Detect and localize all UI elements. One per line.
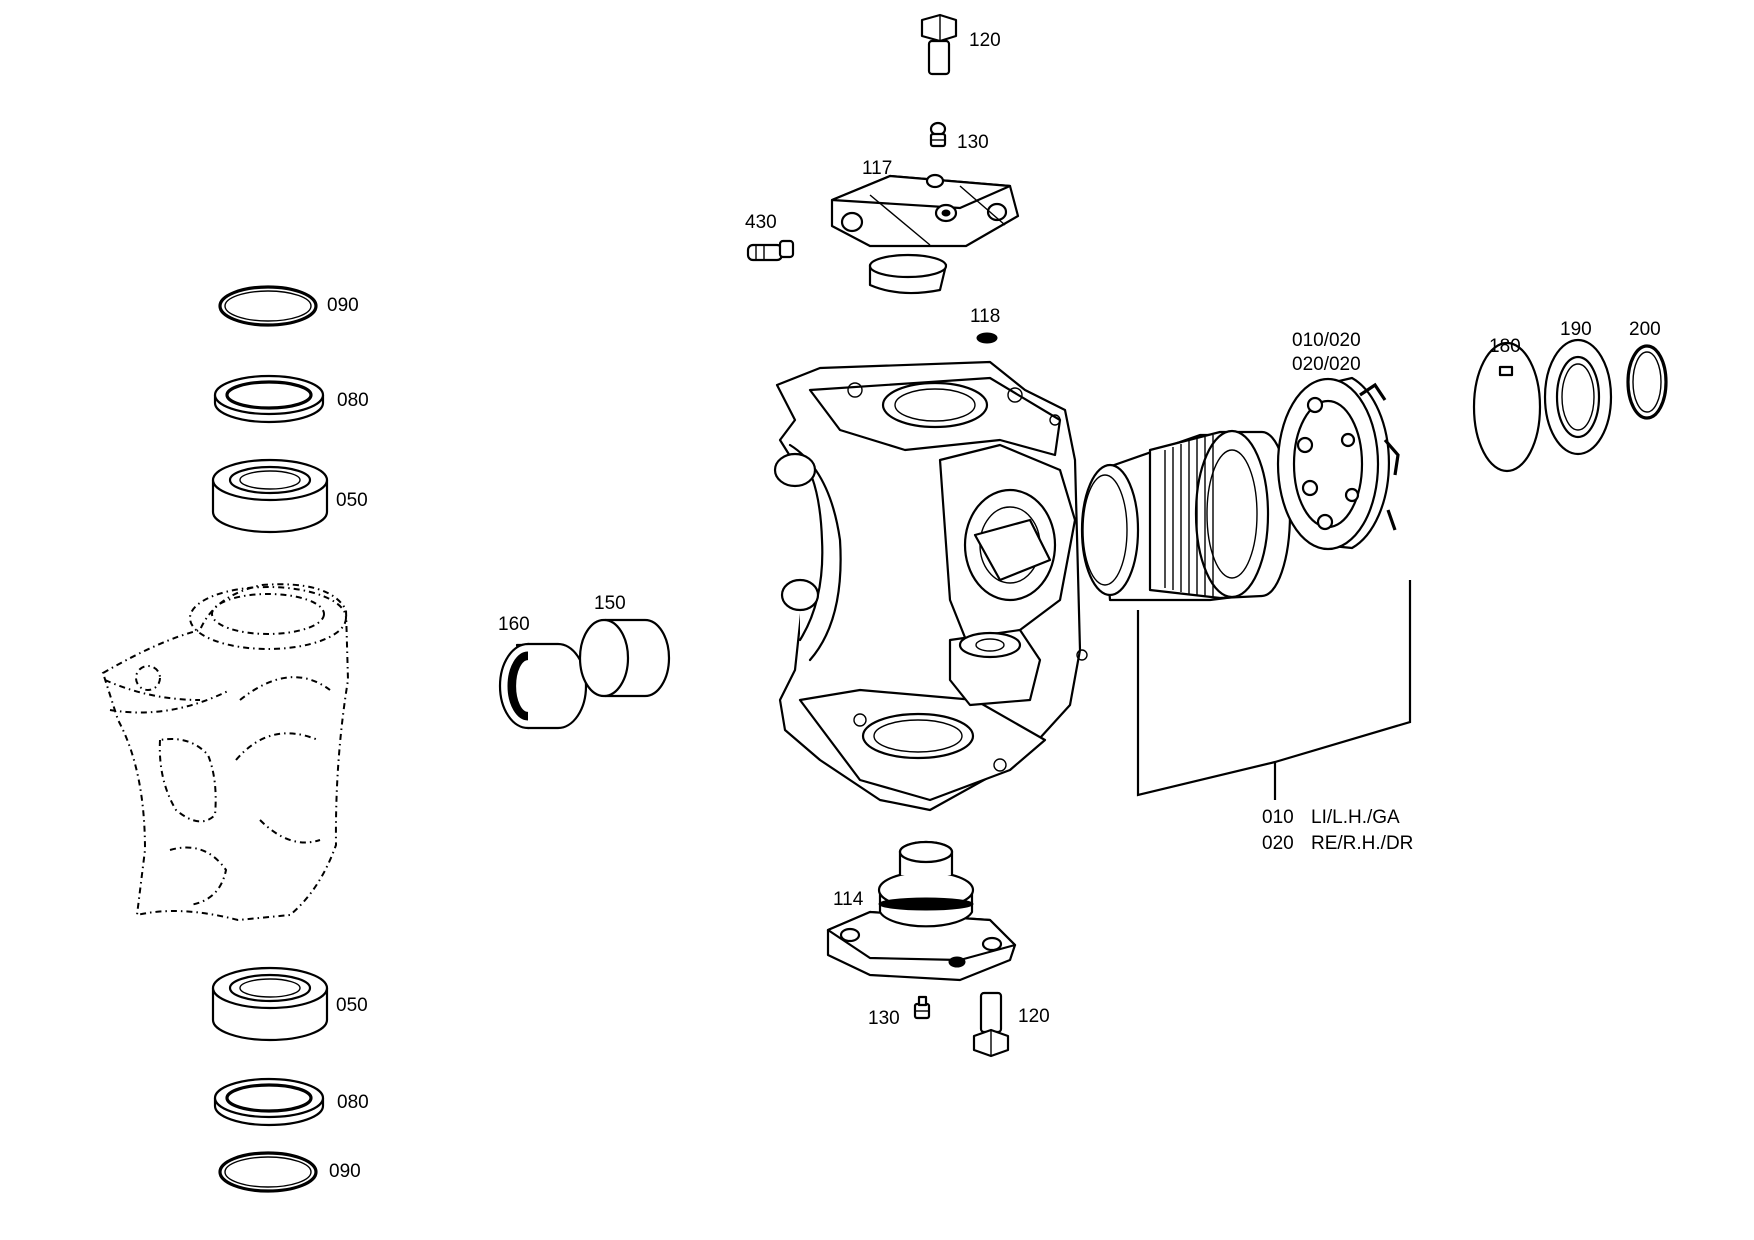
label-050-bottom: 050 bbox=[336, 995, 368, 1016]
legend-020-num: 020 bbox=[1262, 833, 1294, 854]
label-190: 190 bbox=[1560, 319, 1592, 340]
bearing-050-top bbox=[211, 458, 329, 534]
label-050-top: 050 bbox=[336, 490, 368, 511]
disc-190 bbox=[1543, 338, 1613, 456]
label-200: 200 bbox=[1629, 319, 1661, 340]
label-090-bottom: 090 bbox=[329, 1161, 361, 1182]
label-180: 180 bbox=[1489, 336, 1521, 357]
label-118: 118 bbox=[970, 306, 1000, 327]
washer-180 bbox=[1472, 341, 1542, 473]
seal-080-top bbox=[213, 374, 325, 424]
circlip-200 bbox=[1626, 344, 1668, 420]
ring-090-top bbox=[218, 285, 318, 327]
cover-114 bbox=[826, 840, 1017, 982]
plug-430 bbox=[746, 239, 795, 262]
label-010-020-b: 020/020 bbox=[1292, 354, 1361, 375]
seal-160 bbox=[498, 642, 588, 730]
label-010-020-a: 010/020 bbox=[1292, 330, 1361, 351]
label-430: 430 bbox=[745, 212, 777, 233]
legend-020-text: RE/R.H./DR bbox=[1311, 833, 1413, 854]
label-080-bottom: 080 bbox=[337, 1092, 369, 1113]
legend-010-text: LI/L.H./GA bbox=[1311, 807, 1400, 828]
bolt-120-top bbox=[920, 13, 958, 76]
ring-090-bottom bbox=[218, 1151, 318, 1193]
label-120-bottom: 120 bbox=[1018, 1006, 1050, 1027]
variant-legend: 010 LI/L.H./GA 020 RE/R.H./DR bbox=[1262, 807, 1413, 854]
label-120-top: 120 bbox=[969, 30, 1001, 51]
cover-117 bbox=[830, 173, 1020, 295]
label-150: 150 bbox=[594, 593, 626, 614]
label-080-top: 080 bbox=[337, 390, 369, 411]
legend-010-num: 010 bbox=[1262, 807, 1294, 828]
label-160: 160 bbox=[498, 614, 530, 635]
seal-080-bottom bbox=[213, 1077, 325, 1127]
label-114: 114 bbox=[833, 889, 864, 910]
nipple-130-bottom bbox=[913, 995, 931, 1020]
nipple-130-top bbox=[929, 121, 947, 148]
bushing-150 bbox=[578, 618, 671, 698]
hub-carrier-010-020 bbox=[1276, 376, 1400, 551]
label-117: 117 bbox=[862, 158, 892, 179]
steering-knuckle-housing bbox=[773, 360, 1088, 812]
ring-gear-assembly bbox=[1080, 429, 1292, 602]
label-130-bottom: 130 bbox=[868, 1008, 900, 1029]
label-090-top: 090 bbox=[327, 295, 359, 316]
gear-teeth bbox=[1164, 435, 1214, 598]
bolt-120-bottom bbox=[972, 991, 1010, 1058]
axle-housing-phantom bbox=[101, 583, 350, 922]
label-130-top: 130 bbox=[957, 132, 989, 153]
o-ring-118 bbox=[976, 332, 998, 344]
bearing-050-bottom bbox=[211, 966, 329, 1042]
